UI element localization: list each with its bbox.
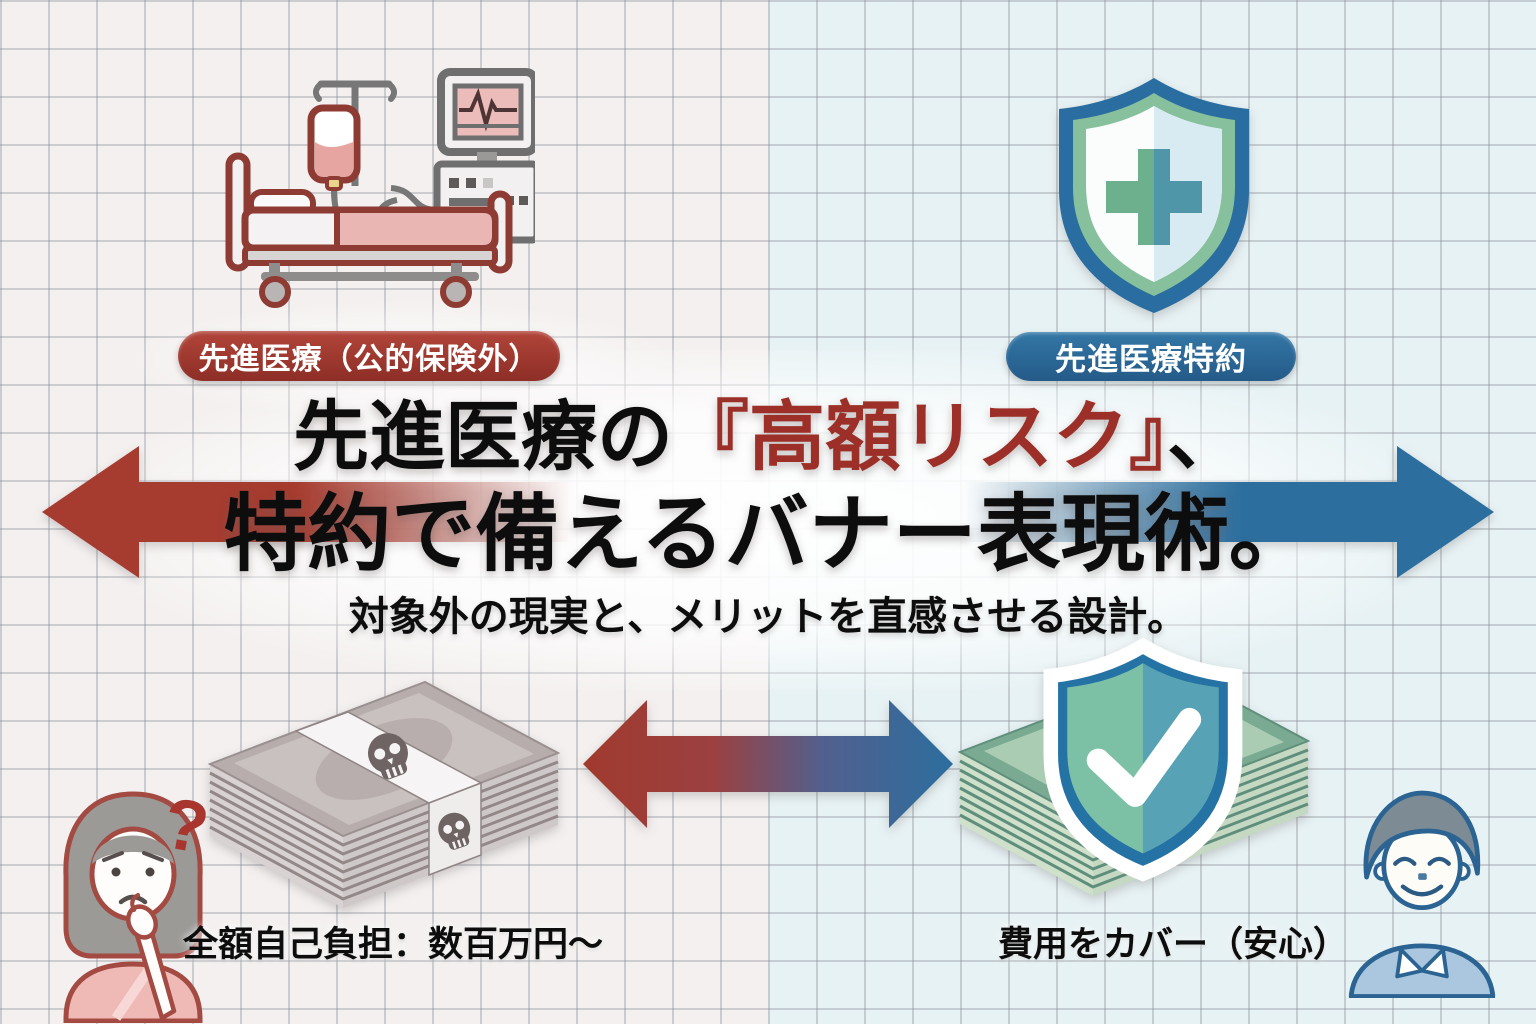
red-left-arrow-icon: [42, 446, 602, 578]
medical-shield-cross-icon: [1059, 78, 1249, 313]
bed-frame: [225, 152, 513, 308]
red-blue-double-arrow-icon: [583, 700, 953, 828]
headline: 先進医療の『高額リスク』、 特約で備えるバナー表現術。 対象外の現実と、メリット…: [0, 393, 1536, 641]
headline-line2: 特約で備えるバナー表現術。: [223, 486, 1313, 581]
covered-caption: 費用をカバー（安心）: [998, 925, 1349, 964]
self-pay-caption: 全額自己負担：数百万円〜: [182, 925, 603, 964]
headline-line1-highlight: 『高額リスク』: [673, 395, 1167, 480]
outside-coverage-badge: 先進医療（公的保険外）: [178, 331, 560, 381]
rider-badge-label: 先進医療特約: [1055, 342, 1247, 377]
headline-line1-pre: 先進医療の: [293, 395, 673, 480]
worried-woman-icon: ?: [63, 783, 214, 1023]
outside-coverage-badge-label: 先進医療（公的保険外）: [198, 343, 540, 376]
iv-bag-icon: [307, 104, 398, 228]
rider-badge: 先進医療特約: [1006, 332, 1296, 381]
question-mark: ?: [157, 783, 214, 869]
hospital-bed-icon: [225, 68, 535, 308]
relieved-man-icon: [1348, 790, 1496, 998]
money-stack-shield-check-icon: [957, 637, 1311, 896]
headline-line1-tail: 、: [1167, 395, 1243, 480]
blue-right-arrow-icon: [934, 446, 1494, 578]
headline-line1: 先進医療の『高額リスク』、: [0, 393, 1536, 483]
money-stack-skull-icon: [207, 680, 561, 908]
shield-check-icon: [1043, 637, 1243, 882]
headline-subtitle: 対象外の現実と、メリットを直感させる設計。: [348, 594, 1188, 639]
